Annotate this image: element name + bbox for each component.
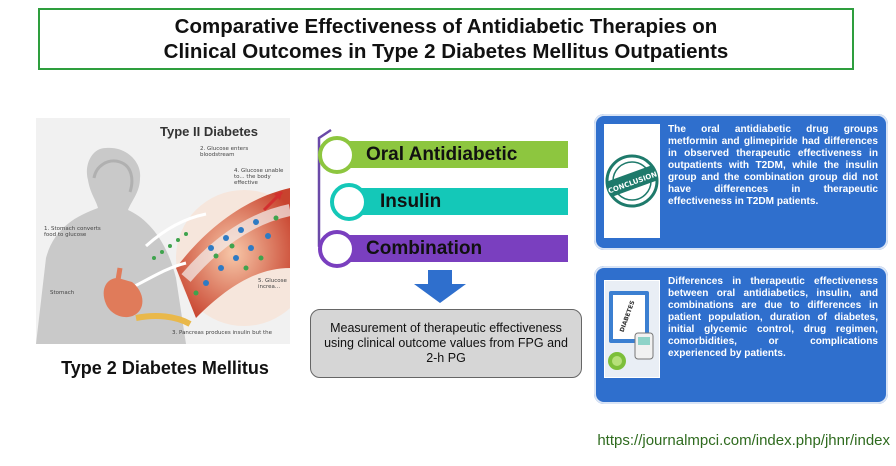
label-stomach-converts: 1. Stomach converts food to glucose — [44, 226, 101, 238]
therapy-label-oral: Oral Antidiabetic — [366, 143, 518, 165]
body-illustration-icon — [36, 147, 290, 344]
illustration-caption: Type 2 Diabetes Mellitus — [61, 358, 269, 378]
illustration-heading: Type II Diabetes — [160, 124, 259, 139]
label-glucose-increase: 5. Glucose increa... — [258, 278, 287, 290]
source-url[interactable]: https://journalmpci.com/index.php/jhnr/i… — [597, 432, 890, 449]
therapy-label-combination: Combination — [366, 237, 483, 259]
label-pancreas: 3. Pancreas produces insulin but the — [172, 330, 273, 336]
label-glucose-enters: 2. Glucose enters bloodstream — [200, 146, 249, 158]
conclusion-stamp-icon: CONCLUSION — [604, 124, 660, 238]
therapy-bar-combination: Combination — [336, 235, 568, 262]
label-glucose-unable: 4. Glucose unable to... the body effecti… — [234, 168, 284, 186]
page-title: Comparative Effectiveness of Antidiabeti… — [163, 15, 729, 63]
difference-card: DIABETES Differences in therapeutic effe… — [594, 266, 888, 404]
therapy-circle-combination — [318, 230, 356, 268]
therapy-circle-insulin — [330, 183, 368, 221]
therapy-label-insulin: Insulin — [380, 190, 442, 212]
measurement-box: Measurement of therapeutic effectiveness… — [310, 309, 582, 378]
label-stomach: Stomach — [50, 290, 75, 296]
difference-text: Differences in therapeutic effectiveness… — [668, 276, 878, 359]
therapy-bar-oral: Oral Antidiabetic — [336, 141, 568, 168]
therapy-circle-oral — [318, 136, 356, 174]
title-box: Comparative Effectiveness of Antidiabeti… — [38, 8, 854, 70]
diabetes-kit-icon: DIABETES — [604, 280, 660, 378]
down-arrow-icon — [414, 270, 466, 303]
therapy-bar-insulin: Insulin — [350, 188, 568, 215]
diabetes-illustration: Type II Diabetes 2. Glucose enters blood… — [36, 118, 290, 344]
conclusion-text: The oral antidiabetic drug groups metfor… — [668, 124, 878, 207]
measurement-text: Measurement of therapeutic effectiveness… — [324, 321, 568, 365]
conclusion-card: CONCLUSION The oral antidiabetic drug gr… — [594, 114, 888, 250]
